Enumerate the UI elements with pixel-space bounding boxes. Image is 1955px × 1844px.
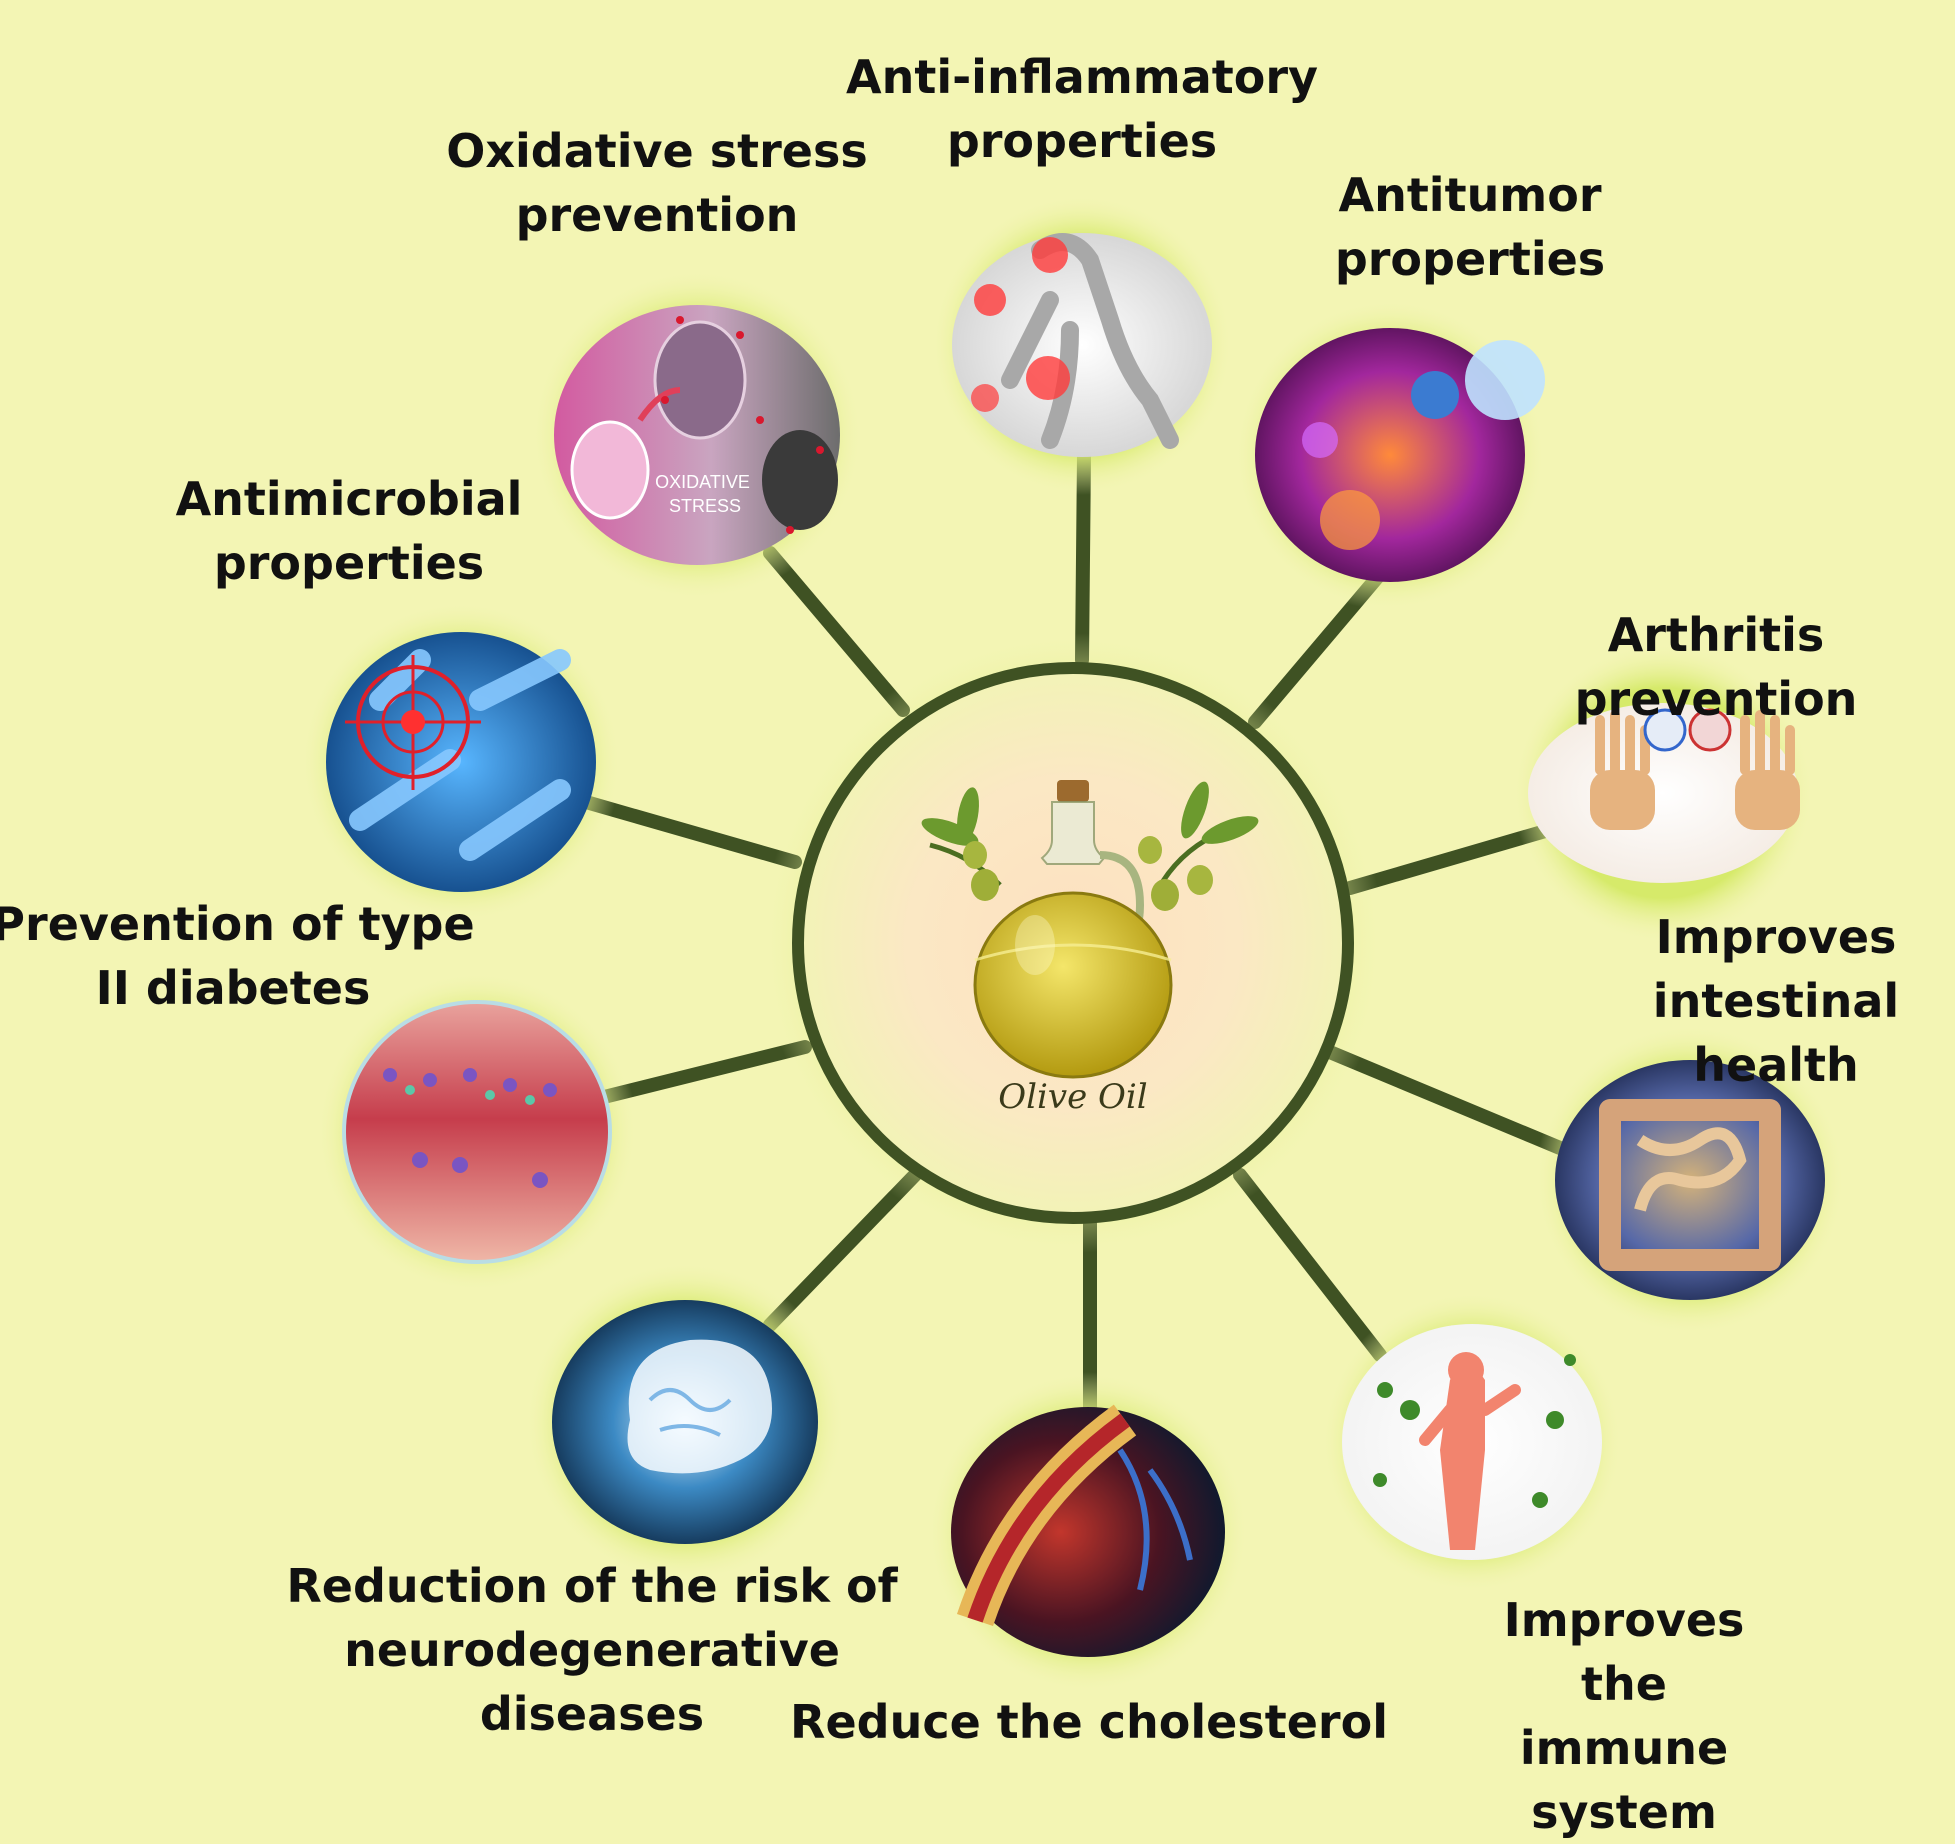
spoke-intestinal — [1325, 1050, 1560, 1148]
image-immune — [1342, 1324, 1602, 1560]
image-anti-inflammatory — [952, 233, 1212, 457]
image-neuro — [552, 1300, 818, 1544]
central-hub: Olive Oil — [798, 668, 1348, 1218]
image-diabetes — [344, 1002, 610, 1262]
label-immune: Improves the immune system — [1459, 1588, 1790, 1844]
spoke-immune — [1240, 1175, 1380, 1355]
spoke-antimicrobial — [586, 802, 795, 862]
diagram-canvas: OXIDATIVE STRESS — [0, 0, 1955, 1744]
image-cholesterol — [951, 1407, 1225, 1657]
label-neuro: Reduction of the risk of neurodegenerati… — [286, 1554, 897, 1746]
label-arthritis: Arthritis prevention — [1575, 603, 1858, 731]
label-anti-inflammatory: Anti-inflammatory properties — [846, 45, 1318, 173]
label-antimicrobial: Antimicrobial properties — [176, 467, 523, 595]
label-intestinal: Improves intestinal health — [1653, 905, 1899, 1097]
image-antimicrobial — [326, 632, 596, 892]
label-oxidative: Oxidative stress prevention — [446, 119, 867, 247]
label-antitumor: Antitumor properties — [1335, 163, 1605, 291]
image-oxidative: OXIDATIVE STRESS — [554, 305, 840, 565]
center-label: Olive Oil — [998, 1077, 1147, 1117]
label-diabetes: Prevention of type II diabetes — [0, 892, 475, 1020]
spoke-oxidative — [770, 553, 903, 710]
olive-oil-benefits-diagram: OXIDATIVE STRESS — [0, 0, 1955, 1744]
spoke-neuro — [770, 1175, 915, 1325]
